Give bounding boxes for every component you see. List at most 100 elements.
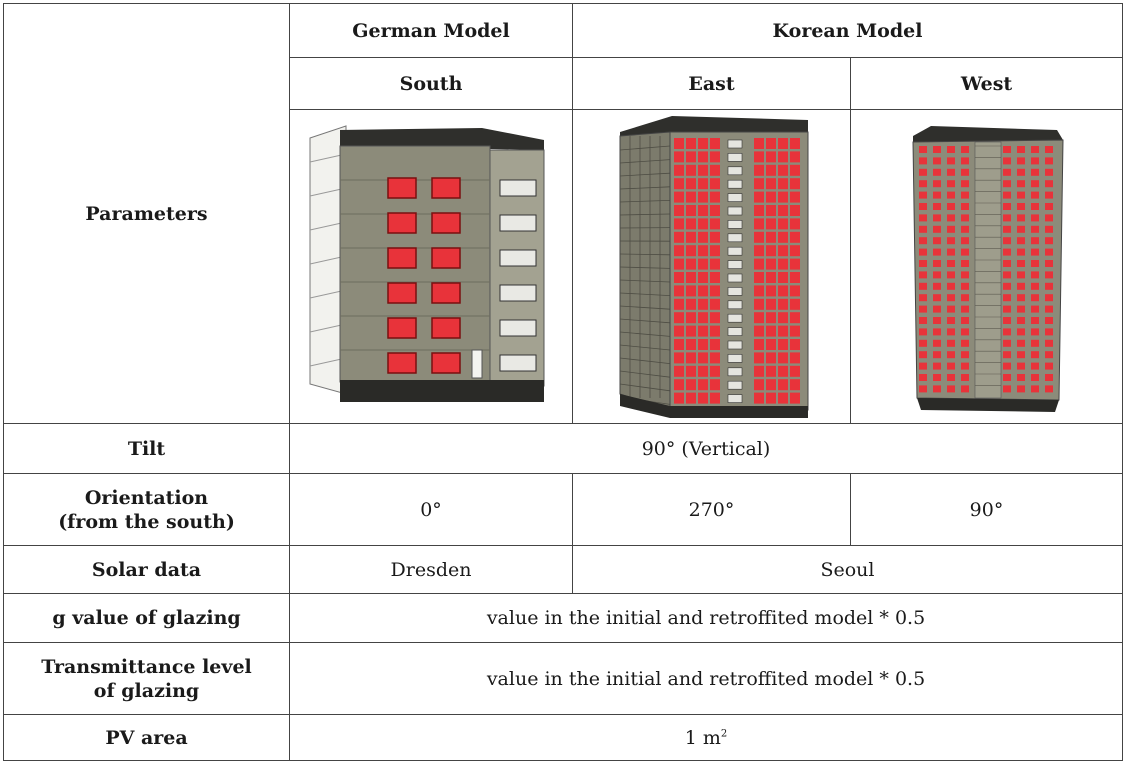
floor-line [619, 357, 670, 364]
core-window [727, 286, 742, 296]
pv-panel [697, 258, 708, 270]
pv-panel [1044, 248, 1053, 256]
pv-panel [697, 338, 708, 350]
core-window [727, 152, 742, 162]
pv-panel [946, 293, 955, 301]
pv-panel [789, 217, 800, 229]
pv-panel [932, 327, 941, 335]
pv-panel [918, 270, 927, 278]
pv-panel [765, 177, 776, 189]
pv-panel [709, 231, 720, 243]
transmittance-value: value in the initial and retroffited mod… [289, 642, 1123, 715]
pv-panel [1044, 305, 1053, 313]
pv-panel [709, 284, 720, 296]
pv-panel [777, 217, 788, 229]
core-window [727, 300, 742, 309]
pv-panel [697, 164, 708, 176]
pv-panel [789, 311, 800, 323]
core-window [727, 165, 742, 175]
pv-panel [1002, 191, 1011, 199]
core-window [727, 206, 742, 215]
orientation-west-value: 90° [850, 473, 1123, 546]
pv-panel [697, 191, 708, 203]
pv-panel [1016, 168, 1025, 176]
pv-window [387, 211, 417, 234]
pv-panel [1030, 384, 1039, 392]
pv-panel [946, 168, 955, 176]
pv-panel [1044, 293, 1053, 301]
pv-panel [932, 248, 941, 256]
pv-panel [753, 365, 764, 377]
pv-panel [918, 384, 927, 392]
pv-panel [777, 258, 788, 270]
floor-line [619, 199, 670, 202]
pv-panel [685, 298, 696, 310]
pv-panel [1030, 191, 1039, 199]
pv-panel [1030, 316, 1039, 324]
pv-panel [789, 365, 800, 377]
pv-panel [932, 350, 941, 358]
pv-panel [765, 298, 776, 310]
pv-panel [765, 378, 776, 390]
pv-panel [960, 362, 969, 370]
pv-panel [709, 325, 720, 337]
building-base [916, 397, 1059, 412]
pv-panel [918, 305, 927, 313]
pv-panel [765, 351, 776, 363]
pv-panel [1030, 350, 1039, 358]
south-image-cell [289, 109, 573, 424]
pv-panel [960, 327, 969, 335]
g-value-label: g value of glazing [3, 593, 290, 643]
solar-data-row: Solar data Dresden Seoul [3, 545, 1123, 594]
pv-panel [673, 284, 684, 296]
pv-panel [932, 179, 941, 187]
pv-panel [1044, 202, 1053, 210]
pv-window [431, 351, 461, 374]
pv-panel [765, 325, 776, 337]
pv-panel [960, 350, 969, 358]
pv-panel [753, 311, 764, 323]
pv-panel [1044, 236, 1053, 244]
floor-line [619, 305, 670, 310]
pv-panel [918, 168, 927, 176]
core-window [727, 259, 742, 269]
floor-line [619, 383, 670, 391]
pv-panel [789, 177, 800, 189]
pv-panel [1002, 327, 1011, 335]
pv-panel [685, 150, 696, 162]
pv-panel [1016, 202, 1025, 210]
pv-panel [753, 378, 764, 390]
pv-panel [765, 191, 776, 203]
pv-panel [1030, 248, 1039, 256]
core-window [727, 340, 742, 349]
core-window [727, 367, 742, 376]
pv-panel [709, 204, 720, 216]
pv-panel [1016, 339, 1025, 347]
pv-panel [777, 284, 788, 296]
pv-panel [685, 177, 696, 189]
east-image-cell [572, 109, 851, 424]
pv-panel [918, 362, 927, 370]
pv-panel [697, 311, 708, 323]
roof [912, 125, 1063, 142]
pv-panel [1030, 305, 1039, 313]
pv-panel [709, 271, 720, 283]
pv-panel [789, 164, 800, 176]
pv-panel [753, 150, 764, 162]
pv-panel [685, 392, 696, 404]
pv-panel [673, 231, 684, 243]
pv-panel [789, 378, 800, 390]
tilt-value: 90° (Vertical) [289, 423, 1123, 474]
pv-panel [1030, 202, 1039, 210]
pv-panel [789, 351, 800, 363]
building-base [619, 393, 808, 418]
pv-panel [789, 392, 800, 404]
pv-panel [946, 248, 955, 256]
pv-panel [1030, 373, 1039, 381]
pv-panel [1030, 339, 1039, 347]
pv-panel [960, 236, 969, 244]
pv-panel [1044, 282, 1053, 290]
pv-panel [960, 248, 969, 256]
orientation-south-value: 0° [289, 473, 573, 546]
side-window [499, 179, 537, 196]
